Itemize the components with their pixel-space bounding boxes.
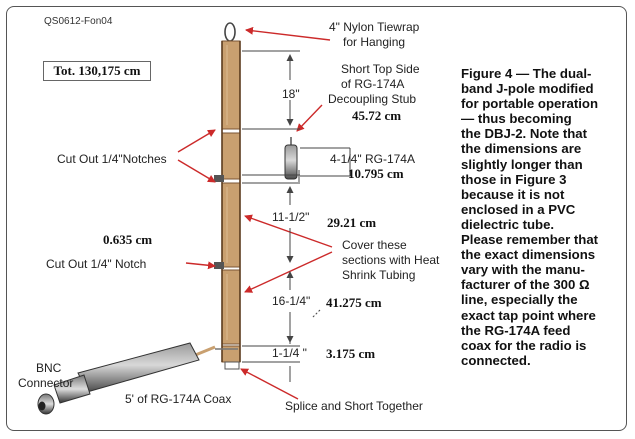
notches-label: Cut Out 1/4"Notches <box>57 152 167 166</box>
caption-line: the dimensions are <box>461 141 582 157</box>
figure-frame <box>6 6 627 431</box>
caption-line: exact tap point where <box>461 307 596 323</box>
caption-line: the exact dimensions <box>461 247 596 263</box>
splice-label: Splice and Short Together <box>285 399 423 413</box>
coax-stub-label: 4-1/4" RG-174A <box>330 152 415 166</box>
feed-coax <box>37 342 238 415</box>
dim-16-1-4: 16-1/4" <box>272 294 311 308</box>
metric-29-21: 29.21 cm <box>327 215 377 230</box>
notch-lower <box>214 262 224 269</box>
caption-line: Figure 4 — The dual- <box>461 66 592 81</box>
dim-1-1-4: 1-1/4 " <box>272 346 307 360</box>
caption-line: coax for the radio is <box>461 337 587 353</box>
metric-45-72: 45.72 cm <box>352 108 402 123</box>
caption-line: the RG-174A feed <box>461 322 571 338</box>
metric-10-795: 10.795 cm <box>348 166 404 181</box>
coax-length-label: 5' of RG-174A Coax <box>125 392 232 406</box>
ladder-line <box>214 40 241 363</box>
heat-shrink-label-line3: Shrink Tubing <box>342 268 416 282</box>
caption-line: those in Figure 3 <box>461 171 567 187</box>
stub-label-line1: Short Top Side <box>341 62 420 76</box>
dimension-lines <box>242 50 351 382</box>
splice-block <box>224 361 240 370</box>
ladder-section-middle <box>221 182 241 268</box>
bnc-label-line1: BNC <box>36 361 62 375</box>
metric-41-275: 41.275 cm <box>326 295 382 310</box>
stub-label-line2: of RG-174A <box>341 77 405 91</box>
caption-line: Please remember that <box>461 232 599 248</box>
caption-line: line, especially the <box>461 292 578 308</box>
bnc-label-line2: Connector <box>18 376 74 390</box>
heat-shrink-label-line2: sections with Heat <box>342 253 440 267</box>
dim-11-1-2: 11-1/2" <box>272 210 310 224</box>
caption-line: — thus becoming <box>461 111 572 127</box>
caption-line: connected. <box>461 352 531 368</box>
stub-label-line3: Decoupling Stub <box>328 92 417 106</box>
ladder-section-lower <box>221 269 241 345</box>
figure-id-label: QS0612-Fon04 <box>44 16 113 27</box>
metric-3-175: 3.175 cm <box>326 346 376 361</box>
metric-0-635: 0.635 cm <box>103 232 153 247</box>
figure-caption: Figure 4 — The dual- band J-pole modifie… <box>461 66 621 368</box>
caption-line: enclosed in a PVC <box>461 201 576 217</box>
caption-line: vary with the manu- <box>461 262 585 278</box>
caption-line: slightly longer than <box>461 156 583 172</box>
caption-line: facturer of the 300 Ω <box>461 277 590 293</box>
caption-line: the DBJ-2. Note that <box>461 126 588 142</box>
caption-line: because it is not <box>461 186 565 202</box>
tiewrap-label-line1: 4" Nylon Tiewrap <box>329 20 420 34</box>
dim-18: 18" <box>282 87 300 101</box>
tiewrap-label-line2: for Hanging <box>343 35 406 49</box>
total-length-box: Tot. 130,175 cm <box>43 61 151 81</box>
ladder-section-stub <box>221 132 241 180</box>
tiewrap-loop <box>224 22 236 42</box>
notch-upper <box>214 175 224 182</box>
caption-line: dielectric tube. <box>461 216 555 232</box>
decoupling-stub-coax <box>284 137 298 180</box>
caption-line: band J-pole modified <box>461 81 594 97</box>
heat-shrink-label-line1: Cover these <box>342 238 407 252</box>
notch-label: Cut Out 1/4" Notch <box>46 257 147 271</box>
caption-line: for portable operation <box>461 96 599 112</box>
ladder-section-top <box>221 40 241 130</box>
